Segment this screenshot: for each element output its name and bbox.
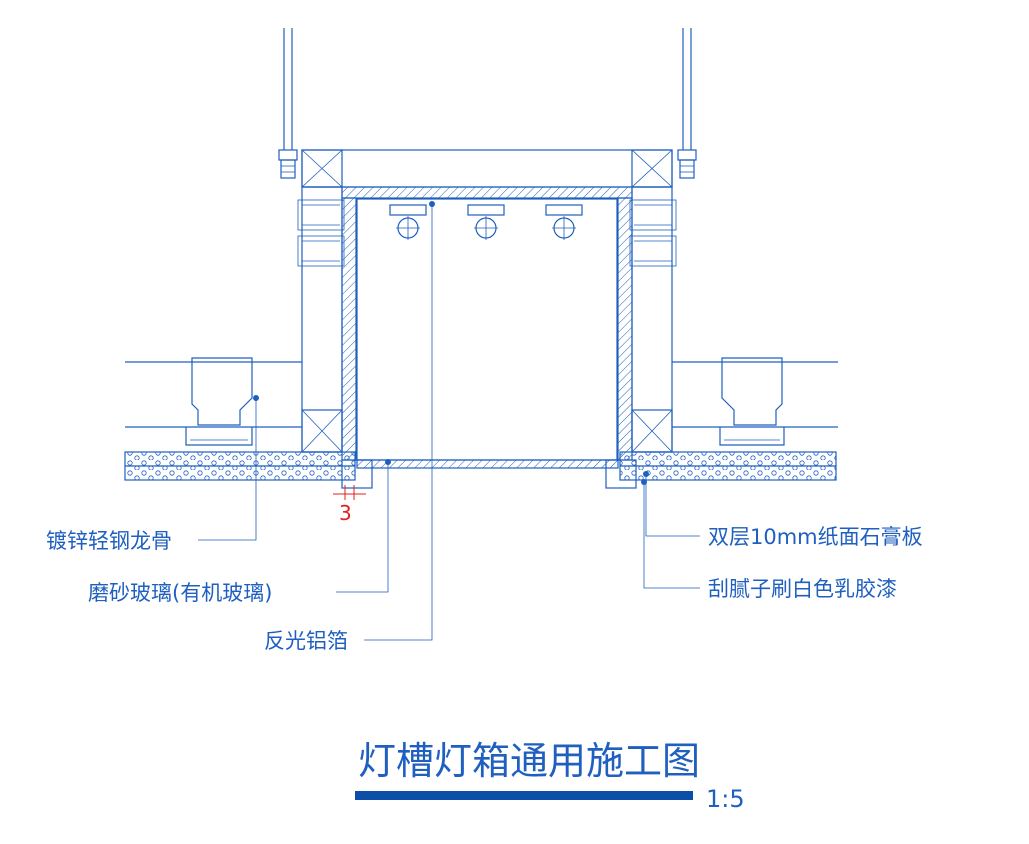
lamp-2 bbox=[467, 204, 505, 240]
title-underline bbox=[355, 791, 693, 800]
label-gypsum: 双层10mm纸面石膏板 bbox=[708, 525, 923, 549]
ceiling-left bbox=[125, 357, 302, 446]
screws-left bbox=[297, 199, 345, 267]
leader-frosted-glass bbox=[336, 459, 391, 593]
dimension-label: 3 bbox=[339, 501, 352, 525]
gypsum-board-left bbox=[124, 451, 373, 489]
gypsum-board-right bbox=[605, 451, 837, 489]
hanger-rod-right bbox=[677, 28, 697, 179]
leader-keel bbox=[198, 395, 259, 541]
label-frosted-glass: 磨砂玻璃(有机玻璃) bbox=[88, 581, 272, 605]
leader-foil bbox=[364, 201, 435, 641]
dimension-marker: 3 bbox=[333, 485, 366, 525]
leader-putty bbox=[641, 479, 700, 589]
screws-right bbox=[629, 199, 677, 267]
frosted-glass-panel bbox=[356, 459, 619, 469]
ceiling-right bbox=[672, 357, 838, 446]
drawing-title: 灯槽灯箱通用施工图 bbox=[358, 739, 700, 783]
label-putty: 刮腻子刷白色乳胶漆 bbox=[708, 577, 897, 601]
leader-gypsum bbox=[643, 471, 700, 537]
label-foil: 反光铝箔 bbox=[264, 629, 348, 653]
lamp-3 bbox=[545, 204, 583, 240]
label-keel: 镀锌轻钢龙骨 bbox=[46, 529, 172, 553]
hanger-rod-left bbox=[278, 28, 298, 179]
lamp-1 bbox=[389, 204, 427, 240]
drawing-scale: 1:5 bbox=[706, 785, 745, 813]
